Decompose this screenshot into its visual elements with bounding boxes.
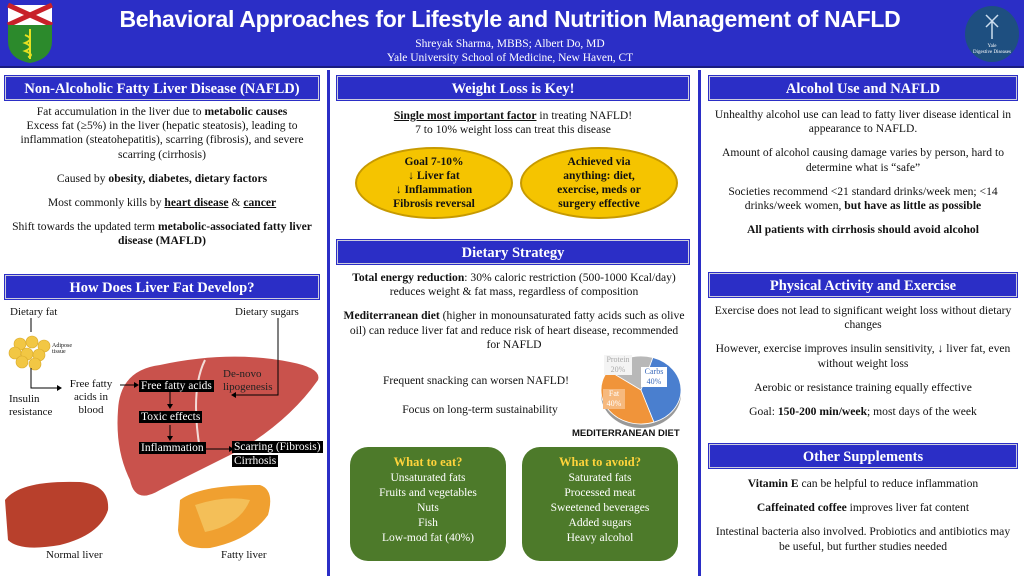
snacking-text: Frequent snacking can worsen NAFLD! (382, 374, 570, 387)
activity-text: Exercise does not lead to significant we… (714, 304, 1012, 419)
yale-shield-logo (6, 3, 54, 63)
poster-header (0, 0, 1024, 68)
liver-fat-diagram (5, 318, 319, 549)
label-inflammation: Inflammation (139, 442, 206, 454)
label-dietary-sugars: Dietary sugars (235, 306, 299, 318)
label-fatty-liver: Fatty liver (221, 549, 267, 561)
section-header-liver-fat: How Does Liver Fat Develop? (5, 275, 319, 299)
authors: Shreyak Sharma, MBBS; Albert Do, MD (415, 38, 605, 50)
label-free-fatty-acids: Free fatty acids (139, 380, 214, 392)
column-divider (698, 70, 701, 576)
label-normal-liver: Normal liver (46, 549, 103, 561)
sustainability-text: Focus on long-term sustainability (402, 403, 558, 416)
label-toxic-effects: Toxic effects (139, 411, 203, 423)
label-insulin-resistance: Insulin resistance (9, 393, 53, 418)
alcohol-text: Unhealthy alcohol use can lead to fatty … (714, 108, 1012, 237)
section-header-weight-loss: Weight Loss is Key! (337, 76, 689, 100)
svg-text:Yale: Yale (988, 44, 998, 49)
section-header-supplements: Other Supplements (709, 444, 1017, 468)
svg-text:Digestive Diseases: Digestive Diseases (973, 50, 1011, 55)
supplements-text: Vitamin E can be helpful to reduce infla… (715, 477, 1011, 553)
label-adipose: Adipose tissue (52, 343, 72, 355)
weight-text: Single most important factor in treating… (393, 109, 633, 137)
column-divider (327, 70, 330, 576)
label-ffa-blood: Free fatty acids in blood (69, 378, 113, 416)
affiliation: Yale University School of Medicine, New … (386, 52, 634, 64)
section-header-alcohol: Alcohol Use and NAFLD (709, 76, 1017, 100)
label-cirrhosis: Cirrhosis (232, 455, 279, 467)
section-header-physical-activity: Physical Activity and Exercise (709, 273, 1017, 297)
label-scarring: Scarring (Fibrosis) (232, 441, 323, 453)
chart-title: MEDITERRANEAN DIET (572, 428, 680, 439)
diet-text: Total energy reduction: 30% caloric rest… (343, 271, 685, 351)
pie-slice-fat (600, 369, 655, 425)
yale-digestive-diseases-logo: Yale Digestive Diseases (965, 6, 1019, 62)
nafld-text: Fat accumulation in the liver due to met… (12, 105, 312, 248)
label-denovo: De-novo lipogenesis (223, 368, 273, 393)
section-header-nafld: Non-Alcoholic Fatty Liver Disease (NAFLD… (5, 76, 319, 100)
label-dietary-fat: Dietary fat (10, 306, 58, 318)
section-header-dietary-strategy: Dietary Strategy (337, 240, 689, 264)
poster-title: Behavioral Approaches for Lifestyle and … (119, 6, 901, 32)
